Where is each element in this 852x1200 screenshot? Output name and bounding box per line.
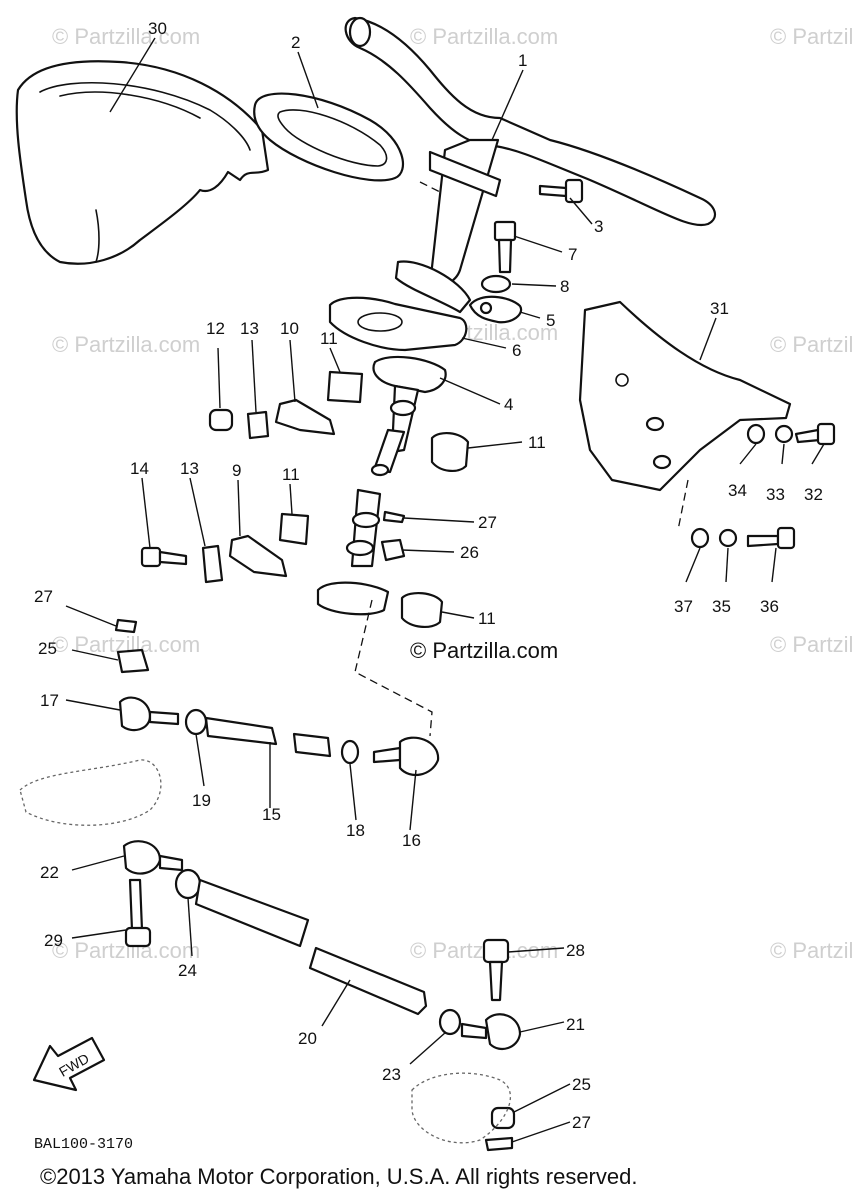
hardware-right bbox=[690, 422, 836, 550]
upper-tie-rod bbox=[19, 618, 440, 826]
callouts: 30 2 1 3 7 8 5 6 4 31 12 13 10 11 11 14 … bbox=[34, 19, 823, 1132]
watermark: © Partzilla.com bbox=[770, 632, 852, 657]
callout-35: 35 bbox=[712, 597, 731, 616]
callout-25a: 25 bbox=[38, 639, 57, 658]
callout-17: 17 bbox=[40, 691, 59, 710]
leader-lines bbox=[65, 37, 825, 1143]
callout-11a: 11 bbox=[320, 329, 338, 348]
callout-36: 36 bbox=[760, 597, 779, 616]
callout-28: 28 bbox=[566, 941, 585, 960]
callout-4: 4 bbox=[504, 395, 513, 414]
callout-11c: 11 bbox=[282, 465, 300, 484]
callout-19: 19 bbox=[192, 791, 211, 810]
callout-30: 30 bbox=[148, 19, 167, 38]
watermark: © Partzilla.com bbox=[52, 332, 200, 357]
callout-10: 10 bbox=[280, 319, 299, 338]
lower-tie-rod bbox=[122, 840, 522, 1152]
dashed-guide bbox=[677, 479, 689, 531]
watermark: © Partzilla.com bbox=[410, 24, 558, 49]
part-lower-column bbox=[316, 488, 406, 616]
drawing-code: BAL100-3170 bbox=[34, 1136, 133, 1153]
part-4-column bbox=[370, 355, 447, 477]
callout-34: 34 bbox=[728, 481, 747, 500]
callout-14: 14 bbox=[130, 459, 149, 478]
callout-9: 9 bbox=[232, 461, 241, 480]
callout-33: 33 bbox=[766, 485, 785, 504]
callout-23: 23 bbox=[382, 1065, 401, 1084]
watermark-center: © Partzilla.com bbox=[410, 638, 558, 663]
callout-16: 16 bbox=[402, 831, 421, 850]
callout-27b: 27 bbox=[34, 587, 53, 606]
part-2-ring bbox=[253, 92, 404, 182]
callout-13b: 13 bbox=[180, 459, 199, 478]
callout-27c: 27 bbox=[572, 1113, 591, 1132]
callout-7: 7 bbox=[568, 245, 577, 264]
part-31-bracket bbox=[578, 300, 792, 492]
watermark: © Partzilla.com bbox=[770, 24, 852, 49]
part-7-bolt bbox=[493, 220, 517, 274]
callout-11d: 11 bbox=[478, 609, 496, 628]
callout-18: 18 bbox=[346, 821, 365, 840]
callout-5: 5 bbox=[546, 311, 555, 330]
callout-11b: 11 bbox=[528, 433, 546, 452]
callout-32: 32 bbox=[804, 485, 823, 504]
part-30-handlebar-cover bbox=[15, 60, 270, 265]
callout-26: 26 bbox=[460, 543, 479, 562]
callout-27a: 27 bbox=[478, 513, 497, 532]
callout-20: 20 bbox=[298, 1029, 317, 1048]
callout-2: 2 bbox=[291, 33, 300, 52]
part-6-plate bbox=[328, 296, 468, 352]
callout-8: 8 bbox=[560, 277, 569, 296]
dashed-guide bbox=[354, 599, 433, 737]
callout-37: 37 bbox=[674, 597, 693, 616]
copyright-notice: ©2013 Yamaha Motor Corporation, U.S.A. A… bbox=[40, 1164, 637, 1189]
part-1-handlebar bbox=[344, 16, 717, 314]
callout-24: 24 bbox=[178, 961, 197, 980]
callout-13a: 13 bbox=[240, 319, 259, 338]
part-3-bolt bbox=[538, 178, 584, 204]
callout-15: 15 bbox=[262, 805, 281, 824]
small-parts-left bbox=[140, 398, 336, 584]
callout-6: 6 bbox=[512, 341, 521, 360]
part-11-bushings bbox=[278, 370, 470, 628]
callout-3: 3 bbox=[594, 217, 603, 236]
fwd-arrow-icon: FWD bbox=[32, 1036, 106, 1092]
callout-25b: 25 bbox=[572, 1075, 591, 1094]
dashed-guide bbox=[419, 181, 441, 193]
part-5-clamp bbox=[468, 295, 523, 324]
watermark: © Partzilla.com bbox=[770, 938, 852, 963]
part-8-nut bbox=[480, 274, 512, 294]
watermark: © Partzilla.com bbox=[770, 332, 852, 357]
callout-31: 31 bbox=[710, 299, 729, 318]
callout-1: 1 bbox=[518, 51, 527, 70]
watermark: © Partzilla.com bbox=[52, 24, 200, 49]
callout-21: 21 bbox=[566, 1015, 585, 1034]
callout-22: 22 bbox=[40, 863, 59, 882]
callout-29: 29 bbox=[44, 931, 63, 950]
callout-12: 12 bbox=[206, 319, 225, 338]
